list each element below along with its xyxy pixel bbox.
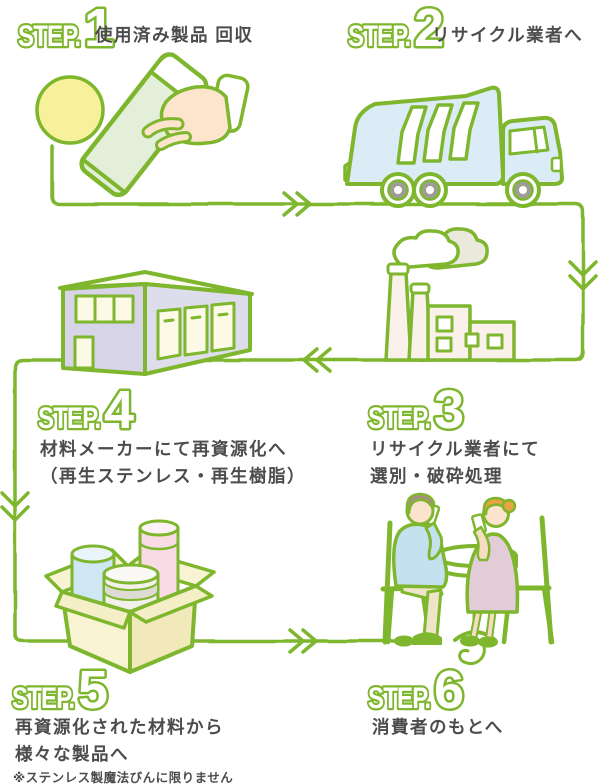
step-4-number: 4 bbox=[104, 380, 134, 440]
truck-wheels bbox=[380, 172, 541, 208]
step-5-caption: 再資源化された材料から 様々な製品へ bbox=[15, 714, 224, 768]
step-5-caption-line-2: 様々な製品へ bbox=[15, 744, 129, 764]
step-5-caption-line-1: 再資源化された材料から bbox=[15, 717, 224, 737]
step-2-label: STEP. bbox=[348, 18, 410, 52]
woman-drinking bbox=[460, 496, 520, 648]
step-3-label: STEP. bbox=[368, 400, 430, 434]
arrow-step5-to-step6 bbox=[288, 628, 318, 654]
illustration-garbage-truck bbox=[343, 85, 564, 208]
step-1-badge: STEP. 1 bbox=[16, 0, 117, 61]
step-4-caption-line-1: 材料メーカーにて再資源化へ bbox=[40, 439, 287, 459]
step-1-label: STEP. bbox=[18, 18, 80, 52]
illustration-recycled-products-box bbox=[44, 519, 216, 674]
arrow-step3-to-step4 bbox=[302, 347, 332, 373]
arrow-step2-to-step3 bbox=[568, 260, 598, 291]
step-2-badge: STEP. 2 bbox=[346, 0, 447, 61]
step-5-badge: STEP. 5 bbox=[10, 658, 111, 723]
step-6-number: 6 bbox=[434, 660, 464, 720]
step-6-caption: 消費者のもとへ bbox=[372, 717, 504, 737]
step-4-badge: STEP. 4 bbox=[36, 378, 137, 443]
illustration-material-maker-building bbox=[58, 270, 254, 376]
illustration-consumers bbox=[380, 492, 555, 665]
step-3-caption-line-1: リサイクル業者にて bbox=[370, 439, 541, 459]
step-6-badge: STEP. 6 bbox=[366, 658, 467, 723]
man-drinking bbox=[392, 492, 449, 647]
step-4-caption: 材料メーカーにて再資源化へ （再生ステンレス・再生樹脂） bbox=[40, 436, 306, 490]
step-4-caption-line-2: （再生ステンレス・再生樹脂） bbox=[40, 466, 306, 486]
step-5-label: STEP. bbox=[12, 680, 74, 714]
step-2-caption: リサイクル業者へ bbox=[432, 25, 584, 45]
arrow-step4-to-step5 bbox=[0, 491, 30, 522]
step-3-badge: STEP. 3 bbox=[366, 378, 467, 443]
step-3-caption-line-2: 選別・破砕処理 bbox=[370, 466, 503, 486]
flow-path bbox=[0, 144, 598, 654]
step-2-number: 2 bbox=[414, 0, 444, 58]
step-4-label: STEP. bbox=[38, 400, 100, 434]
step-5-number: 5 bbox=[78, 660, 108, 720]
step-1-caption: 使用済み製品 回収 bbox=[95, 25, 254, 45]
step-3-number: 3 bbox=[434, 380, 464, 440]
step-6-label: STEP. bbox=[368, 680, 430, 714]
step-5-note: ※ステンレス製魔法びんに限りません bbox=[13, 771, 234, 784]
step-3-caption: リサイクル業者にて 選別・破砕処理 bbox=[370, 436, 540, 490]
arrow-step1-to-step2 bbox=[282, 191, 312, 217]
illustration-used-product-hand bbox=[35, 52, 250, 198]
step-1-number: 1 bbox=[84, 0, 114, 58]
illustration-recycler-factory bbox=[384, 227, 516, 362]
